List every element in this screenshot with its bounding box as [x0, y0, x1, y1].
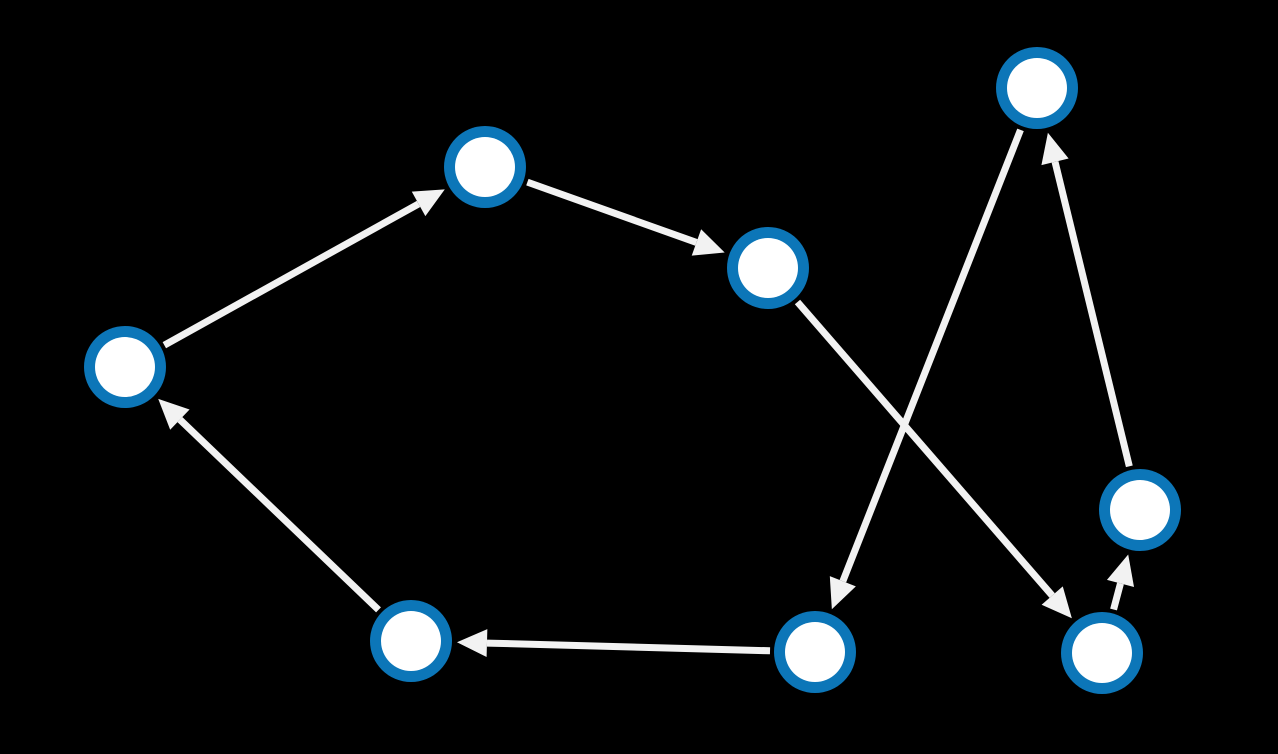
graph-node[interactable]: [996, 47, 1078, 129]
node-core: [1110, 480, 1170, 540]
edge-arrowhead-icon: [691, 229, 725, 256]
edge-line: [177, 417, 381, 613]
graph-edge[interactable]: [1106, 554, 1135, 611]
graph-node[interactable]: [1099, 469, 1181, 551]
edge-line: [794, 299, 1055, 598]
edge-line: [839, 128, 1024, 583]
edge-line: [1051, 161, 1133, 468]
graph-node[interactable]: [1061, 612, 1143, 694]
graph-edge[interactable]: [1041, 132, 1133, 468]
graph-edge[interactable]: [162, 189, 445, 349]
node-core: [1072, 623, 1132, 683]
graph-edge[interactable]: [526, 178, 725, 256]
graph-edge[interactable]: [829, 128, 1024, 610]
edge-layer: [158, 128, 1135, 658]
node-core: [455, 137, 515, 197]
graph-edge[interactable]: [456, 629, 771, 658]
edge-arrowhead-icon: [829, 576, 856, 610]
graph-edge[interactable]: [158, 398, 381, 613]
graph-node[interactable]: [444, 126, 526, 208]
edge-line: [162, 200, 421, 349]
edge-line: [526, 178, 698, 246]
node-layer: [84, 47, 1181, 694]
node-core: [785, 622, 845, 682]
graph-node[interactable]: [774, 611, 856, 693]
graph-edge[interactable]: [794, 299, 1072, 619]
graph-node[interactable]: [370, 600, 452, 682]
edge-arrowhead-icon: [1041, 132, 1069, 166]
edge-arrowhead-icon: [158, 398, 190, 430]
node-core: [738, 238, 798, 298]
node-core: [95, 337, 155, 397]
edge-line: [1110, 582, 1124, 611]
graph-node[interactable]: [84, 326, 166, 408]
graph-node[interactable]: [727, 227, 809, 309]
node-core: [1007, 58, 1067, 118]
edge-line: [486, 639, 771, 655]
edge-arrowhead-icon: [411, 189, 445, 217]
node-core: [381, 611, 441, 671]
edge-arrowhead-icon: [456, 629, 488, 658]
edge-arrowhead-icon: [1106, 554, 1135, 588]
edge-arrowhead-icon: [1041, 586, 1072, 619]
